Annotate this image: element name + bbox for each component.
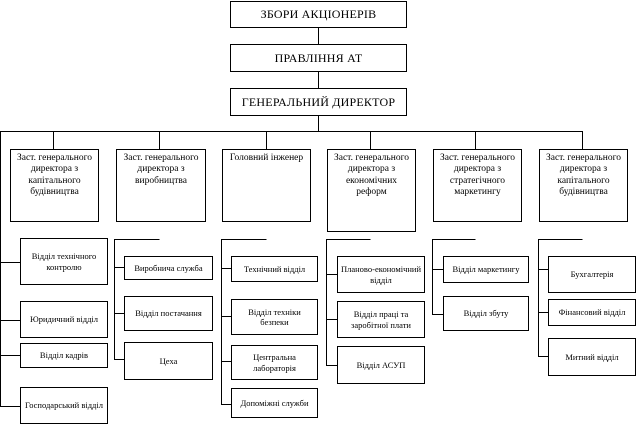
unit-label: Господарський відділ — [25, 400, 103, 411]
unit-planning: Планово-економічний відділ — [337, 256, 425, 293]
board-box: ПРАВЛІННЯ АТ — [230, 44, 407, 72]
division-head-1-label: Заст. генерального директора з капітальн… — [16, 153, 93, 198]
unit-label: Митний відділ — [565, 351, 619, 362]
unit-safety: Відділ техніки безпеки — [231, 299, 318, 335]
unit-label: Відділ збуту — [463, 308, 509, 319]
unit-finance: Фінансовий відділ — [548, 299, 636, 326]
division-head-1: Заст. генерального директора з капітальн… — [10, 149, 99, 222]
division-head-3: Головний інженер — [222, 149, 311, 222]
division-head-3-label: Головний інженер — [229, 153, 304, 163]
unit-label: Відділ кадрів — [39, 350, 89, 361]
unit-marketing: Відділ маркетингу — [443, 256, 529, 283]
unit-label: Планово-економічний відділ — [340, 264, 421, 285]
division-head-5: Заст. генерального директора з стратегіч… — [433, 149, 522, 222]
division-head-4: Заст. генерального директора з економічн… — [327, 149, 416, 232]
unit-label: Виробнича служба — [134, 262, 203, 273]
unit-label: Відділ постачання — [135, 308, 202, 319]
unit-central-lab: Центральна лабораторія — [231, 345, 318, 380]
division-head-6: Заст. генерального директора з капітальн… — [539, 149, 628, 222]
unit-label: Допоміжні служби — [240, 397, 309, 408]
general-director-label: ГЕНЕРАЛЬНИЙ ДИРЕКТОР — [241, 94, 396, 109]
unit-economic: Господарський відділ — [20, 387, 108, 424]
unit-supply: Відділ постачання — [124, 296, 213, 331]
unit-production-service: Виробнича служба — [124, 256, 213, 280]
shareholders-meeting-box: ЗБОРИ АКЦІОНЕРІВ — [230, 1, 407, 28]
division-head-5-label: Заст. генерального директора з стратегіч… — [439, 153, 516, 198]
general-director-box: ГЕНЕРАЛЬНИЙ ДИРЕКТОР — [230, 88, 407, 116]
division-head-4-label: Заст. генерального директора з економічн… — [333, 153, 410, 198]
division-head-2: Заст. генерального директора з виробницт… — [116, 149, 206, 222]
unit-sales: Відділ збуту — [443, 296, 529, 331]
unit-workshops: Цеха — [124, 342, 213, 380]
shareholders-meeting-label: ЗБОРИ АКЦІОНЕРІВ — [260, 7, 377, 22]
unit-label: Центральна лабораторія — [253, 352, 296, 373]
unit-label: Відділ маркетингу — [452, 264, 520, 275]
unit-asup: Відділ АСУП — [337, 346, 425, 384]
unit-label: Бухгалтерія — [570, 269, 614, 280]
unit-label: Відділ технічного контролю — [31, 251, 97, 272]
board-label: ПРАВЛІННЯ АТ — [274, 50, 363, 65]
unit-legal: Юридичний відділ — [20, 301, 108, 338]
division-head-2-label: Заст. генерального директора з виробницт… — [123, 153, 199, 186]
unit-auxiliary: Допоміжні служби — [231, 388, 318, 418]
unit-label: Цеха — [159, 355, 178, 366]
division-head-6-label: Заст. генерального директора з капітальн… — [545, 153, 622, 198]
unit-label: Відділ техніки безпеки — [248, 306, 301, 327]
unit-label: Технічний відділ — [243, 263, 306, 274]
unit-label: Відділ праці та заробітної плати — [351, 309, 411, 330]
unit-hr: Відділ кадрів — [20, 343, 108, 368]
unit-technical: Технічний відділ — [231, 256, 318, 282]
unit-label: Відділ АСУП — [356, 359, 406, 370]
unit-label: Юридичний відділ — [29, 314, 99, 325]
unit-label: Фінансовий відділ — [558, 307, 626, 318]
unit-customs: Митний відділ — [548, 338, 636, 376]
unit-technical-control: Відділ технічного контролю — [20, 238, 108, 285]
unit-labor-wages: Відділ праці та заробітної плати — [337, 301, 425, 338]
unit-accounting: Бухгалтерія — [548, 256, 636, 293]
